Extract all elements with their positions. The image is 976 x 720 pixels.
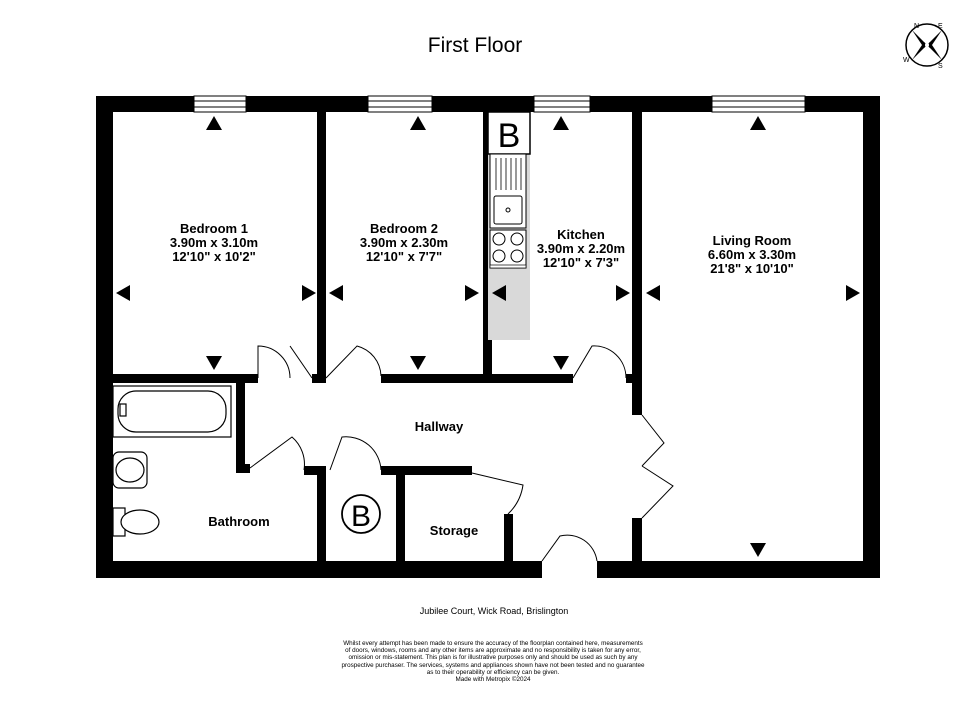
bedroom1-imperial: 12'10" x 10'2" (172, 249, 256, 264)
disclaimer-line: prospective purchaser. The services, sys… (341, 661, 645, 669)
disclaimer-line: of doors, windows, rooms and any other i… (345, 647, 641, 655)
compass-s-label: S (938, 63, 943, 70)
living-room-metric: 6.60m x 3.30m (708, 247, 796, 262)
living-room-imperial: 21'8" x 10'10" (710, 261, 794, 276)
storage-name: Storage (430, 523, 478, 538)
living-room-name: Living Room (713, 233, 792, 248)
disclaimer-line: Whilst every attempt has been made to en… (343, 640, 643, 647)
dimension-arrows (116, 116, 860, 557)
boiler-cupboard-label: B (351, 500, 371, 533)
compass-icon: N E S W (903, 23, 949, 70)
bathroom-fittings (112, 385, 232, 537)
address-line: Jubilee Court, Wick Road, Brislington (419, 606, 569, 616)
disclaimer-line: as to their operability or efficiency ca… (426, 668, 560, 676)
room-labels: Bedroom 1 3.90m x 3.10m 12'10" x 10'2" B… (170, 221, 796, 538)
bedroom2-name: Bedroom 2 (370, 221, 438, 236)
kitchen-boiler-label: B (498, 117, 521, 155)
windows (193, 95, 806, 113)
kitchen-imperial: 12'10" x 7'3" (543, 255, 619, 270)
kitchen-metric: 3.90m x 2.20m (537, 241, 625, 256)
compass-e-label: E (938, 23, 943, 30)
floor-title: First Floor (427, 34, 523, 57)
walls (96, 96, 880, 578)
boiler-icon: B (341, 494, 381, 534)
disclaimer: Whilst every attempt has been made to en… (318, 640, 668, 683)
compass-n-label: N (914, 23, 919, 30)
bedroom2-imperial: 12'10" x 7'7" (366, 249, 442, 264)
compass-w-label: W (903, 57, 910, 64)
kitchen-name: Kitchen (557, 227, 605, 242)
kitchen-fittings: B (487, 111, 531, 340)
disclaimer-line: Made with Metropix ©2024 (455, 676, 531, 684)
doors (249, 345, 674, 562)
bedroom2-metric: 3.90m x 2.30m (360, 235, 448, 250)
hallway-name: Hallway (415, 419, 464, 434)
bathroom-name: Bathroom (208, 514, 269, 529)
bedroom1-name: Bedroom 1 (180, 221, 248, 236)
bedroom1-metric: 3.90m x 3.10m (170, 235, 258, 250)
disclaimer-line: omission or mis-statement. This plan is … (348, 654, 638, 662)
